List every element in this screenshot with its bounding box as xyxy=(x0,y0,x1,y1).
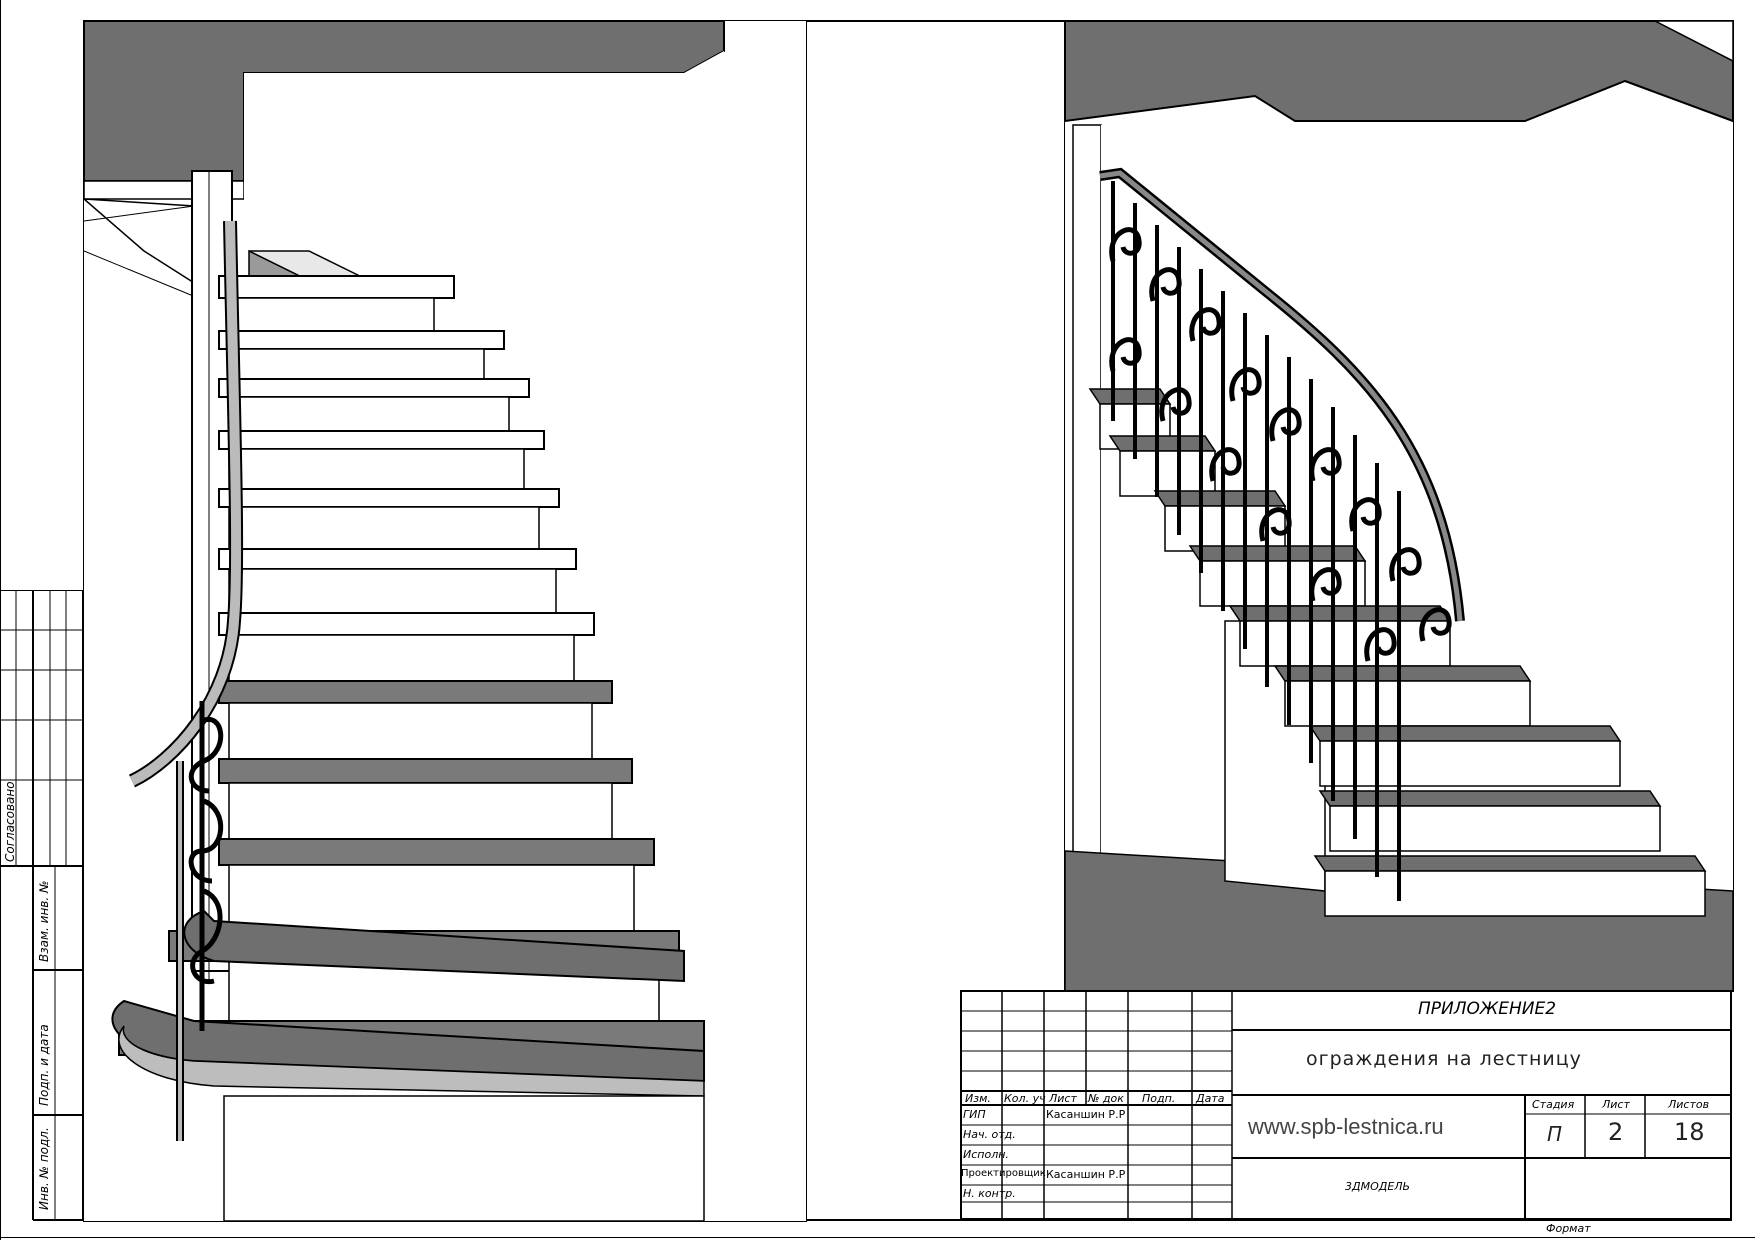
sheets-value: 18 xyxy=(1674,1118,1705,1146)
stair-steps-side xyxy=(1088,388,1707,917)
format-label: Формат xyxy=(1546,1222,1591,1235)
scroll-ornament xyxy=(1189,307,1222,342)
title-block-grid xyxy=(960,990,1732,1220)
stair-step xyxy=(218,378,530,432)
hdr-kol: Кол. уч xyxy=(1004,1092,1046,1105)
bottom-curved-step xyxy=(111,909,705,1221)
side-step xyxy=(1308,725,1622,787)
stair-side-drawing xyxy=(1065,21,1733,991)
scroll-ornament xyxy=(1149,267,1182,302)
scroll-ornament xyxy=(1349,497,1382,532)
scroll-ornament xyxy=(1364,627,1397,662)
scroll-ornament xyxy=(1259,507,1292,542)
stage-header: Стадия xyxy=(1532,1098,1575,1111)
scroll-ornament xyxy=(1309,447,1342,482)
side-step xyxy=(1273,665,1532,727)
stair-step xyxy=(218,612,595,682)
frame-top xyxy=(83,20,1732,22)
frame-bottom xyxy=(33,1219,1732,1221)
side-step xyxy=(1313,855,1707,917)
side-step xyxy=(1318,790,1662,852)
role-2: Исполн. xyxy=(963,1148,1009,1161)
role-3: Проектировщик xyxy=(961,1168,1046,1179)
stair-step xyxy=(218,275,455,332)
stair-view-front xyxy=(83,20,807,1222)
scroll-ornament xyxy=(1269,407,1302,442)
stair-steps xyxy=(111,275,705,1221)
hdr-ndok: № док xyxy=(1088,1092,1124,1105)
scroll-ornament xyxy=(1209,447,1242,482)
role-0: ГИП xyxy=(963,1108,986,1121)
hdr-podp: Подп. xyxy=(1142,1092,1176,1105)
scroll-ornament xyxy=(1389,547,1422,582)
name-3: Касаншин Р.Р xyxy=(1046,1168,1126,1181)
role-4: Н. контр. xyxy=(963,1187,1016,1200)
website-label: www.spb-lestnica.ru xyxy=(1248,1114,1444,1139)
sheets-header: Листов xyxy=(1668,1098,1710,1111)
side-stamp: Согласовано Взам. инв. № Подп. и дата Ин… xyxy=(0,590,83,1220)
hdr-list: Лист xyxy=(1049,1092,1077,1105)
scroll-ornament xyxy=(1309,567,1342,602)
sheet-edge-bottom xyxy=(0,1237,1755,1238)
stair-view-side xyxy=(1064,20,1734,992)
appendix-label: ПРИЛОЖЕНИЕ2 xyxy=(1418,999,1557,1019)
scroll-ornament xyxy=(1109,337,1142,372)
scroll-ornament xyxy=(1419,607,1452,642)
side-label-inv-orig: Инв. № подл. xyxy=(37,1127,51,1210)
stair-front-drawing xyxy=(84,21,725,1221)
stage-value: П xyxy=(1547,1122,1563,1146)
side-label-agreed: Согласовано xyxy=(3,781,17,862)
stair-step xyxy=(218,758,633,840)
stair-step xyxy=(218,488,560,550)
scroll-ornament xyxy=(1229,367,1262,402)
drawing-title: ограждения на лестницу xyxy=(1306,1048,1582,1070)
stair-step xyxy=(218,680,613,760)
name-0: Касаншин Р.Р xyxy=(1046,1108,1126,1121)
hdr-izm: Изм. xyxy=(965,1092,991,1105)
stair-step xyxy=(218,838,655,932)
hdr-data: Дата xyxy=(1196,1092,1225,1105)
stair-step xyxy=(218,330,505,380)
model-label: 3ДМОДЕЛЬ xyxy=(1345,1180,1411,1193)
sheet-header: Лист xyxy=(1602,1098,1630,1111)
stair-step xyxy=(218,430,545,490)
scroll-ornament xyxy=(1109,227,1142,262)
sheet-value: 2 xyxy=(1608,1118,1624,1146)
side-label-replace-inv: Взам. инв. № xyxy=(37,880,51,962)
scroll-ornament xyxy=(1159,387,1192,422)
role-1: Нач. отд. xyxy=(963,1128,1016,1141)
side-step xyxy=(1228,605,1452,667)
title-block: Изм. Кол. уч Лист № док Подп. Дата ГИП К… xyxy=(960,990,1732,1220)
stair-step xyxy=(218,548,577,614)
side-label-sign-date: Подп. и дата xyxy=(37,1024,51,1106)
